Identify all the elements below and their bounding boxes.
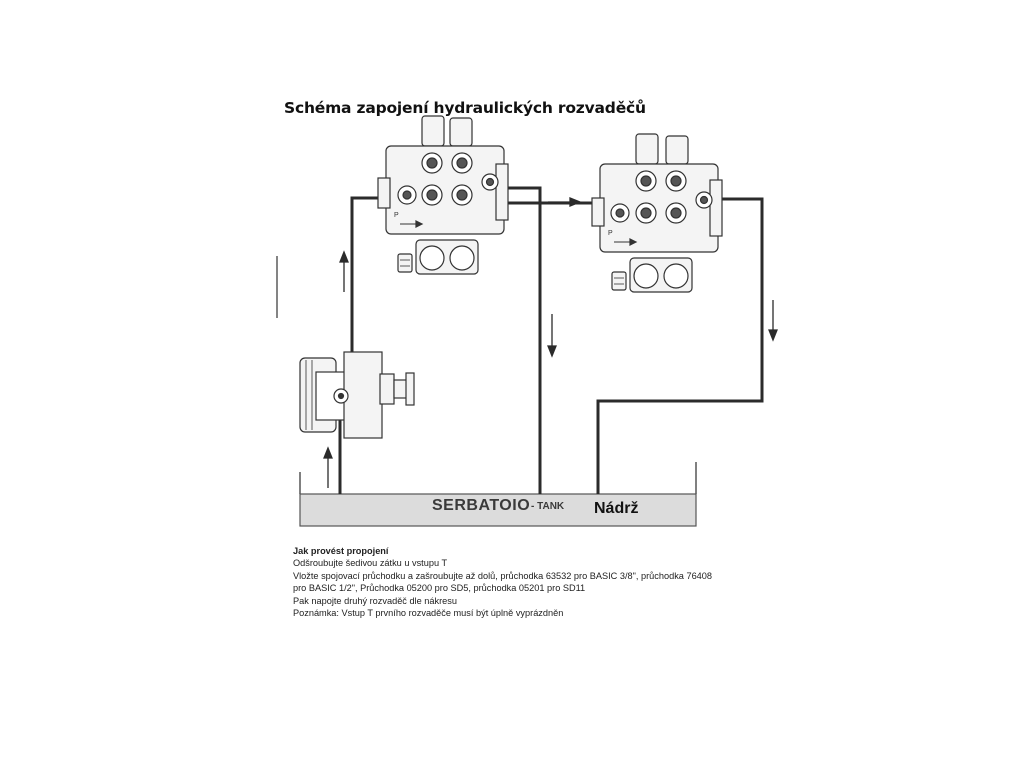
instructions: Jak provést propojení Odšroubujte šedivo… [293, 545, 712, 619]
tank-label-suffix: - TANK [531, 501, 565, 512]
valve-1 [377, 115, 509, 275]
valve1-to-tank-line [504, 186, 542, 494]
instruction-line: Poznámka: Vstup T prvního rozvaděče musí… [293, 608, 564, 619]
tank [299, 462, 697, 527]
arrow-up-icon [323, 446, 333, 488]
tank-label-cz: Nádrž [594, 500, 639, 517]
arrow-down-icon [547, 314, 557, 358]
hydraulic-lines [338, 186, 764, 494]
valve2-port-label: P [608, 230, 613, 237]
valve-2 [591, 133, 723, 293]
valve1-port-label: P [394, 212, 399, 219]
arrow-down-icon [768, 300, 778, 342]
arrow-up-icon [339, 250, 349, 292]
arrow-right-icon [548, 197, 582, 207]
instruction-line: Odšroubujte šedivou zátku u vstupu T [293, 558, 448, 569]
instructions-heading: Jak provést propojení [293, 546, 389, 556]
diagram-title: Schéma zapojení hydraulických rozvaděčů [284, 99, 646, 117]
instruction-line: Vložte spojovací průchodku a zašroubujte… [293, 570, 713, 581]
pump [299, 351, 415, 439]
valve2-return-line [596, 197, 764, 494]
instruction-line: Pak napojte druhý rozvaděč dle nákresu [293, 595, 457, 606]
pump-to-valve1-line [350, 196, 380, 362]
instruction-line: pro BASIC 1/2", Průchodka 05200 pro SD5,… [293, 583, 586, 594]
flow-arrows [323, 197, 778, 488]
tank-label: SERBATOIO [432, 497, 531, 514]
